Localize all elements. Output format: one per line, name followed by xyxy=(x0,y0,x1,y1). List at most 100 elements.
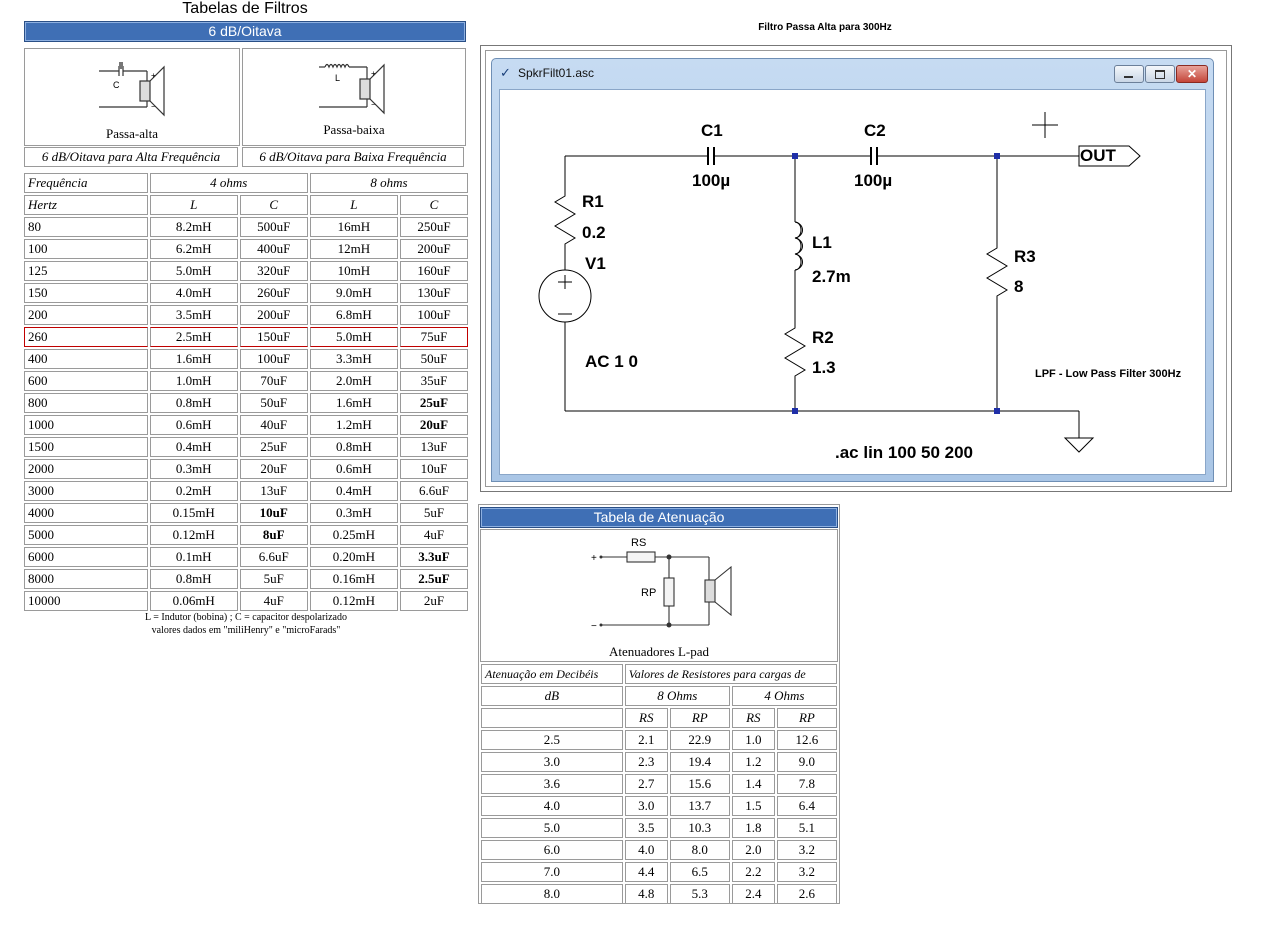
maximize-button[interactable] xyxy=(1145,65,1175,83)
cell-c4: 4uF xyxy=(239,591,308,611)
cell-c8: 13uF xyxy=(399,437,468,457)
r3-value: 8 xyxy=(1014,277,1024,296)
filters-note-line2: valores dados em "miliHenry" e "microFar… xyxy=(151,625,341,636)
minimize-icon xyxy=(1124,76,1133,78)
cell-c4: 200uF xyxy=(239,305,308,325)
cell-c8: 20uF xyxy=(399,415,468,435)
col-header-frequency: Frequência xyxy=(24,173,148,193)
table-subheader-row: Hertz L C L C xyxy=(24,195,468,215)
cell-c8: 25uF xyxy=(399,393,468,413)
lpad-picture: + − RS RP Atenuadores L-pad xyxy=(480,529,838,662)
att-col-header-4ohms: 4 Ohms xyxy=(731,686,837,706)
schematic-drawing xyxy=(538,112,1141,453)
cell-c4: 5uF xyxy=(239,569,308,589)
cell-l4: 1.6mH xyxy=(149,349,238,369)
cell-f: 150 xyxy=(24,283,148,303)
high-pass-minus: − xyxy=(151,102,156,111)
c2-value: 100µ xyxy=(854,171,893,190)
cell-rp4: 3.2 xyxy=(776,862,837,882)
col-header-c-4ohms: C xyxy=(239,195,308,215)
cell-rp4: 3.2 xyxy=(776,840,837,860)
minimize-button[interactable] xyxy=(1114,65,1144,83)
cell-l8: 1.2mH xyxy=(309,415,398,435)
window-title: SpkrFilt01.asc xyxy=(518,66,595,80)
cell-db: 5.0 xyxy=(481,818,623,838)
cell-rs4: 1.5 xyxy=(731,796,775,816)
cell-rs8: 3.5 xyxy=(624,818,668,838)
close-button[interactable]: ✕ xyxy=(1176,65,1208,83)
cell-l4: 0.8mH xyxy=(149,393,238,413)
cell-c8: 3.3uF xyxy=(399,547,468,567)
cell-f: 1500 xyxy=(24,437,148,457)
cell-f: 4000 xyxy=(24,503,148,523)
cell-c4: 260uF xyxy=(239,283,308,303)
cell-c8: 10uF xyxy=(399,459,468,479)
cell-f: 80 xyxy=(24,217,148,237)
cell-l4: 5.0mH xyxy=(149,261,238,281)
r2-name: R2 xyxy=(812,328,834,347)
cell-rp4: 12.6 xyxy=(776,730,837,750)
high-pass-description: 6 dB/Oitava para Alta Frequência xyxy=(24,147,238,167)
att-empty-cell xyxy=(481,708,623,728)
cell-rs4: 1.2 xyxy=(731,752,775,772)
cell-l4: 0.4mH xyxy=(149,437,238,457)
col-header-8ohms: 8 ohms xyxy=(309,173,468,193)
cell-f: 8000 xyxy=(24,569,148,589)
col-header-l-4ohms: L xyxy=(149,195,238,215)
cell-l8: 0.12mH xyxy=(309,591,398,611)
attenuation-header-bar: Tabela de Atenuação xyxy=(480,507,838,528)
low-pass-plus: + xyxy=(371,69,376,78)
att-col-header-db: dB xyxy=(481,686,623,706)
cell-c4: 40uF xyxy=(239,415,308,435)
cell-rs4: 1.8 xyxy=(731,818,775,838)
low-pass-label: Passa-baixa xyxy=(323,122,385,137)
cell-c8: 5uF xyxy=(399,503,468,523)
cell-f: 600 xyxy=(24,371,148,391)
cell-db: 7.0 xyxy=(481,862,623,882)
cell-l8: 0.6mH xyxy=(309,459,398,479)
cell-l8: 0.25mH xyxy=(309,525,398,545)
cell-rs8: 4.8 xyxy=(624,884,668,904)
cell-f: 100 xyxy=(24,239,148,259)
cell-l8: 0.3mH xyxy=(309,503,398,523)
low-pass-minus: − xyxy=(371,100,376,109)
att-subheader-row: dB 8 Ohms 4 Ohms xyxy=(481,686,837,706)
cell-rp8: 15.6 xyxy=(669,774,730,794)
cell-rs4: 1.4 xyxy=(731,774,775,794)
cell-db: 3.6 xyxy=(481,774,623,794)
schematic-canvas[interactable]: C1 100µ C2 100µ R1 0.2 V1 AC 1 0 L1 2.7m… xyxy=(499,89,1206,475)
cell-l8: 1.6mH xyxy=(309,393,398,413)
maximize-icon xyxy=(1155,70,1165,79)
cell-f: 125 xyxy=(24,261,148,281)
cell-rp8: 13.7 xyxy=(669,796,730,816)
cell-l8: 3.3mH xyxy=(309,349,398,369)
cell-l4: 8.2mH xyxy=(149,217,238,237)
cell-rs8: 2.1 xyxy=(624,730,668,750)
cell-rs4: 2.4 xyxy=(731,884,775,904)
cell-db: 8.0 xyxy=(481,884,623,904)
source-value: AC 1 0 xyxy=(585,352,638,371)
cell-db: 3.0 xyxy=(481,752,623,772)
cell-l4: 3.5mH xyxy=(149,305,238,325)
att-col-header-8ohms: 8 Ohms xyxy=(624,686,730,706)
cell-c4: 8uF xyxy=(239,525,308,545)
cell-l8: 9.0mH xyxy=(309,283,398,303)
circuit-page-title: Filtro Passa Alta para 300Hz xyxy=(758,22,892,33)
cell-c8: 35uF xyxy=(399,371,468,391)
cell-l4: 0.6mH xyxy=(149,415,238,435)
spice-directive: .ac lin 100 50 200 xyxy=(835,443,973,462)
attenuation-table: Atenuação em Decibéis Valores de Resisto… xyxy=(479,662,839,906)
high-pass-picture: C + − Passa-alta xyxy=(24,48,240,146)
high-pass-plus: + xyxy=(151,71,156,80)
cell-rs8: 4.0 xyxy=(624,840,668,860)
cell-c8: 250uF xyxy=(399,217,468,237)
